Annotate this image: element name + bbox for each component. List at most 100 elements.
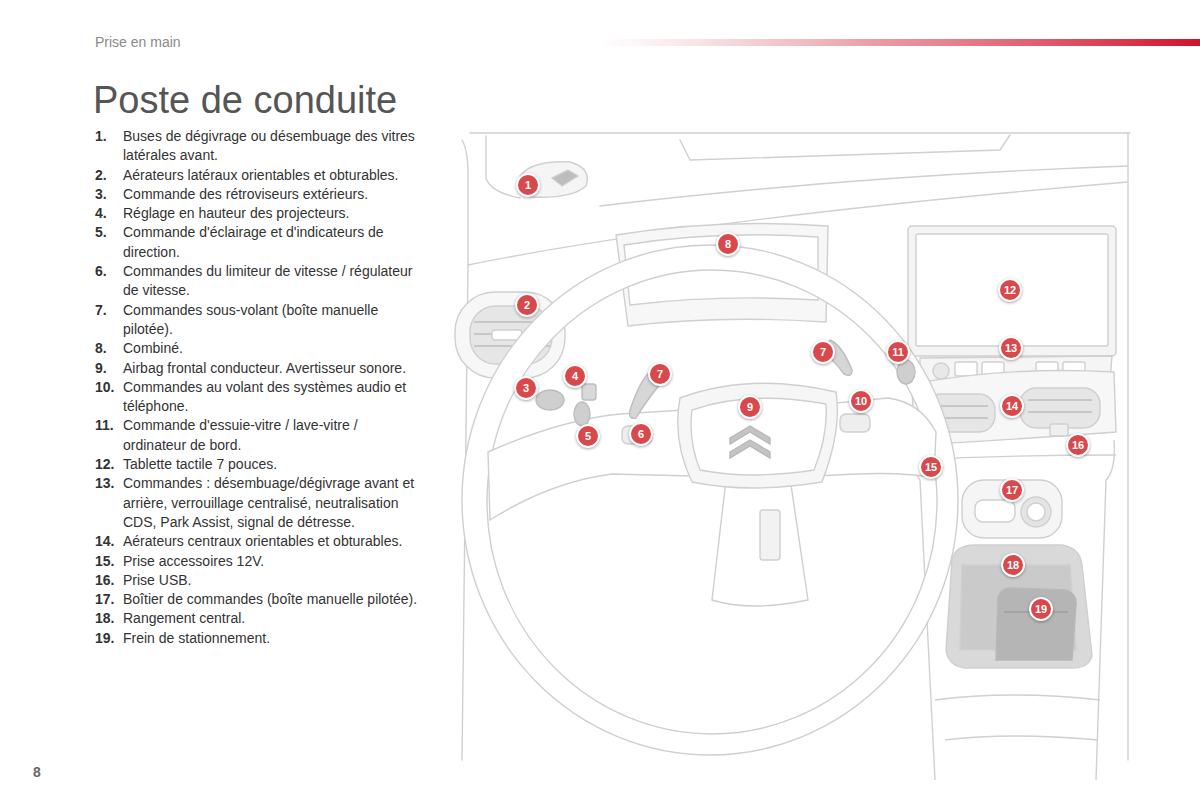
- callout-number: 12: [998, 278, 1022, 302]
- item-text: Aérateurs centraux orientables et obtura…: [123, 532, 421, 551]
- page-title: Poste de conduite: [93, 78, 397, 122]
- item-number: 7.: [95, 301, 123, 340]
- button-strip: [933, 363, 949, 379]
- item-number: 13.: [95, 474, 123, 532]
- dashboard-outline: [600, 166, 1128, 206]
- item-number: 9.: [95, 359, 123, 378]
- item-number: 14.: [95, 532, 123, 551]
- center-console: [1096, 440, 1114, 780]
- list-item: 4.Réglage en hauteur des projecteurs.: [95, 204, 425, 223]
- dashboard-outline: [680, 135, 1010, 160]
- item-text: Réglage en hauteur des projecteurs.: [123, 204, 421, 223]
- item-text: Commande d'essuie-vitre / lave-vitre / o…: [123, 416, 421, 455]
- steering-paddles: [630, 340, 852, 418]
- list-item: 10.Commandes au volant des systèmes audi…: [95, 378, 425, 417]
- list-item: 15.Prise accessoires 12V.: [95, 552, 425, 571]
- callout-number: 11: [886, 340, 910, 364]
- item-text: Frein de stationnement.: [123, 629, 421, 648]
- item-number: 10.: [95, 378, 123, 417]
- parking-brake: [996, 588, 1076, 660]
- callout-number: 19: [1029, 597, 1053, 621]
- list-item: 1.Buses de dégivrage ou désembuage des v…: [95, 127, 425, 166]
- callout-number: 15: [919, 455, 943, 479]
- item-text: Commandes : désembuage/dégivrage avant e…: [123, 474, 421, 532]
- list-item: 17.Boîtier de commandes (boîte manuelle …: [95, 590, 425, 609]
- steering-wheel: [462, 245, 958, 755]
- storage-console: [946, 545, 1092, 668]
- list-item: 18.Rangement central.: [95, 609, 425, 628]
- steering-wheel: [488, 410, 692, 520]
- steering-stalks: [536, 360, 915, 426]
- item-text: Prise USB.: [123, 571, 421, 590]
- page-number: 8: [33, 764, 41, 780]
- list-item: 12.Tablette tactile 7 pouces.: [95, 455, 425, 474]
- item-number: 1.: [95, 127, 123, 166]
- item-number: 8.: [95, 339, 123, 358]
- list-item: 16.Prise USB.: [95, 571, 425, 590]
- callout-number: 14: [1000, 394, 1024, 418]
- armrest: [945, 736, 1098, 740]
- central-vents: [1020, 388, 1100, 428]
- callout-number: 7: [648, 362, 672, 386]
- callout-number: 5: [576, 424, 600, 448]
- item-number: 11.: [95, 416, 123, 455]
- legend-list: 1.Buses de dégivrage ou désembuage des v…: [95, 127, 425, 648]
- callout-number: 4: [563, 364, 587, 388]
- steering-stalks: [582, 384, 596, 400]
- steering-stalks: [574, 402, 590, 426]
- list-item: 7.Commandes sous-volant (boîte manuelle …: [95, 301, 425, 340]
- callout-number: 3: [514, 376, 538, 400]
- list-item: 5.Commande d'éclairage et d'indicateurs …: [95, 223, 425, 262]
- callout-number: 10: [849, 389, 873, 413]
- dashboard-outline: [486, 136, 520, 198]
- item-text: Combiné.: [123, 339, 421, 358]
- dashboard-outline: [1127, 133, 1128, 760]
- list-item: 3.Commande des rétroviseurs extérieurs.: [95, 185, 425, 204]
- armrest: [935, 695, 1100, 700]
- callout-number: 16: [1066, 433, 1090, 457]
- steering-wheel: [462, 245, 958, 755]
- item-number: 19.: [95, 629, 123, 648]
- item-number: 4.: [95, 204, 123, 223]
- steering-wheel: [730, 440, 770, 458]
- item-text: Buses de dégivrage ou désembuage des vit…: [123, 127, 421, 166]
- callout-number: 13: [999, 336, 1023, 360]
- list-item: 14.Aérateurs centraux orientables et obt…: [95, 532, 425, 551]
- item-number: 2.: [95, 166, 123, 185]
- usb-socket: [1050, 424, 1068, 436]
- item-text: Commandes au volant des systèmes audio e…: [123, 378, 421, 417]
- control-box: [975, 500, 1015, 522]
- item-text: Prise accessoires 12V.: [123, 552, 421, 571]
- control-box: [1021, 497, 1051, 527]
- armrest: [935, 695, 1100, 740]
- steering-wheel: [840, 414, 870, 432]
- usb-socket: [1050, 424, 1068, 436]
- list-item: 8.Combiné.: [95, 339, 425, 358]
- item-text: Aérateurs latéraux orientables et obtura…: [123, 166, 421, 185]
- item-text: Rangement central.: [123, 609, 421, 628]
- item-text: Commande des rétroviseurs extérieurs.: [123, 185, 421, 204]
- list-item: 11.Commande d'essuie-vitre / lave-vitre …: [95, 416, 425, 455]
- callout-number: 18: [1001, 553, 1025, 577]
- control-box: [1027, 503, 1045, 521]
- item-text: Commandes du limiteur de vitesse / régul…: [123, 262, 421, 301]
- touchscreen: [916, 234, 1108, 346]
- steering-wheel: [760, 510, 780, 560]
- item-text: Commande d'éclairage et d'indicateurs de…: [123, 223, 421, 262]
- list-item: 9.Airbag frontal conducteur. Avertisseur…: [95, 359, 425, 378]
- parking-brake: [996, 588, 1076, 660]
- list-item: 19.Frein de stationnement.: [95, 629, 425, 648]
- steering-wheel: [712, 478, 808, 606]
- dashboard-outline: [462, 133, 1130, 760]
- item-number: 12.: [95, 455, 123, 474]
- item-number: 18.: [95, 609, 123, 628]
- item-text: Tablette tactile 7 pouces.: [123, 455, 421, 474]
- section-header: Prise en main: [95, 34, 181, 50]
- item-text: Boîtier de commandes (boîte manuelle pil…: [123, 590, 421, 609]
- list-item: 6.Commandes du limiteur de vitesse / rég…: [95, 262, 425, 301]
- item-number: 16.: [95, 571, 123, 590]
- steering-wheel: [678, 383, 838, 488]
- callout-number: 8: [716, 232, 740, 256]
- item-number: 15.: [95, 552, 123, 571]
- callout-number: 7: [811, 340, 835, 364]
